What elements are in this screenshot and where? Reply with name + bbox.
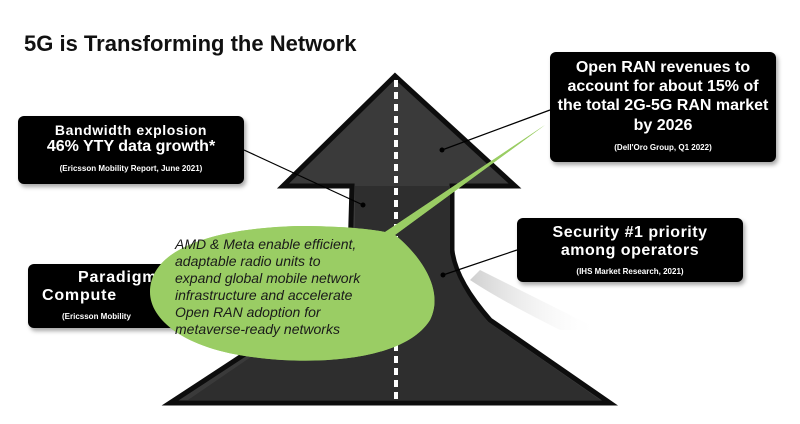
callout-bandwidth-headline: Bandwidth explosion <box>54 122 208 138</box>
callout-open-ran-line: the total 2G-5G RAN market <box>557 97 769 115</box>
callout-paradigm-line: Paradigm <box>78 269 158 286</box>
callout-paradigm-source: (Ericsson Mobility <box>62 311 131 321</box>
speech-bubble-text: AMD & Meta enable efficient, adaptable r… <box>175 236 425 338</box>
bubble-line: adaptable radio units to <box>175 253 321 269</box>
bubble-line: metaverse-ready networks <box>175 321 340 337</box>
slide-title: 5G is Transforming the Network <box>24 31 357 56</box>
callout-open-ran-line: account for about 15% of <box>567 78 759 96</box>
callout-open-ran-line: Open RAN revenues to <box>575 59 751 76</box>
callout-security-source: (IHS Market Research, 2021) <box>576 266 684 276</box>
callout-bandwidth-stat: 46% YTY data growth* <box>46 138 216 156</box>
callout-security-line: among operators <box>560 242 700 260</box>
bubble-line: expand global mobile network <box>175 270 361 286</box>
callout-bandwidth-source: (Ericsson Mobility Report, June 2021) <box>59 164 203 174</box>
callout-security: Security #1 priority among operators (IH… <box>517 218 743 282</box>
callout-open-ran: Open RAN revenues to account for about 1… <box>550 52 776 162</box>
bubble-line: AMD & Meta enable efficient, <box>175 236 357 252</box>
bubble-line: infrastructure and accelerate <box>175 287 353 303</box>
callout-open-ran-source: (Dell'Oro Group, Q1 2022) <box>614 142 712 152</box>
callout-paradigm-line: Compute <box>42 287 117 305</box>
callout-security-line: Security #1 priority <box>552 224 708 241</box>
bubble-line: Open RAN adoption for <box>175 304 321 320</box>
callout-bandwidth: Bandwidth explosion 46% YTY data growth*… <box>18 116 244 184</box>
callout-open-ran-line: by 2026 <box>633 116 693 134</box>
